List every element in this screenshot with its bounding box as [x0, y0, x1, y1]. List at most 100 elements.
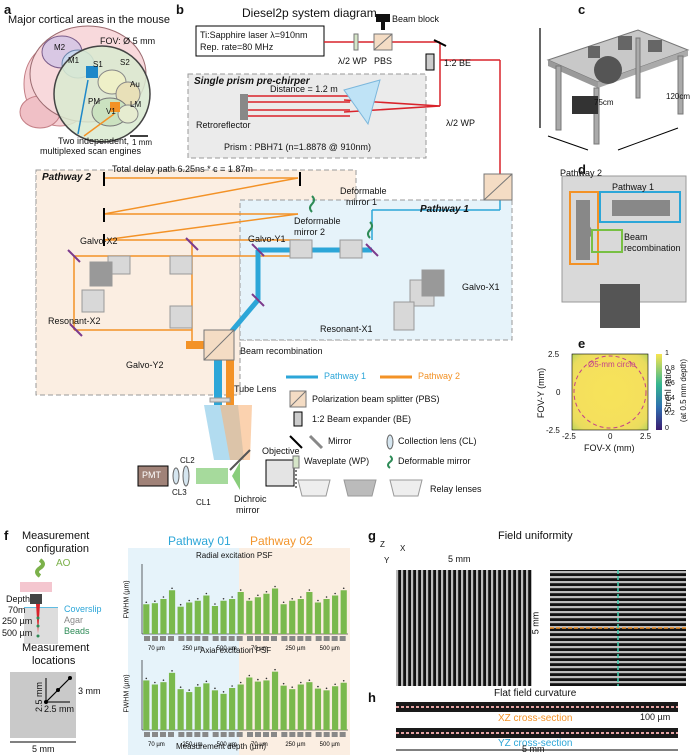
loc-dim-diag: 3 mm: [78, 686, 101, 696]
e-xlabel: FOV-X (mm): [584, 443, 635, 453]
cbar-tick-08: 0.8: [665, 365, 675, 372]
meas-loc-title-1: Measurement: [22, 642, 90, 654]
location-marker: [194, 732, 201, 737]
panel-h-label: h: [368, 690, 376, 705]
psf-bar: [151, 603, 158, 634]
location-marker: [152, 732, 158, 737]
fov-label: FOV: Ø 5 mm: [100, 36, 156, 46]
d-recomb-label-1: Beam: [624, 232, 648, 242]
psf-bar-point: [265, 677, 268, 680]
beam-block-label: Beam block: [392, 14, 440, 24]
location-marker: [331, 732, 338, 737]
location-marker: [168, 732, 174, 737]
psf-bar: [203, 683, 210, 730]
location-marker: [297, 636, 304, 641]
location-marker: [236, 636, 243, 641]
location-marker: [212, 636, 219, 641]
psf-bar-point: [334, 592, 336, 595]
agar-label: Agar: [64, 615, 84, 625]
depth-title: Depth: [6, 594, 31, 604]
psf-bar-point: [257, 678, 259, 681]
pbs-label: PBS: [374, 56, 393, 66]
location-marker: [305, 732, 312, 737]
cbar-tick-02: 0.2: [665, 410, 675, 417]
location-marker: [220, 636, 227, 641]
panel-e-label: e: [578, 336, 586, 351]
depth-tick-label: 250 µm: [182, 646, 202, 652]
psf-bar-point: [145, 677, 148, 680]
loc-dim-v: 2.5 mm: [34, 681, 45, 713]
rig-top-view: [561, 175, 687, 328]
g-scale-v: 5 mm: [530, 611, 541, 635]
psf-bar: [306, 682, 313, 730]
psf-bar-point: [274, 668, 276, 671]
h-scale-v: 100 µm: [640, 712, 671, 722]
psf-bar-point: [317, 685, 319, 688]
galvo-x1-label: Galvo-X1: [462, 282, 500, 292]
psf-bar-point: [162, 679, 165, 681]
psf-bar: [246, 600, 253, 634]
psf-bar-point: [239, 589, 242, 591]
psf-bar-point: [308, 679, 311, 681]
meas-config-title-1: Measurement: [22, 530, 90, 542]
panel-a-label: a: [4, 2, 12, 17]
location-marker: [331, 636, 338, 641]
psf-bar: [263, 680, 270, 730]
location-marker: [339, 636, 346, 641]
psf-bar: [168, 590, 176, 634]
cl3-label: CL3: [172, 488, 187, 497]
loc-dim-total: 5 mm: [32, 744, 55, 754]
psf-bar: [151, 684, 158, 730]
psf-bar-point: [205, 592, 208, 595]
area-lm: LM: [130, 100, 142, 109]
location-marker: [202, 732, 209, 737]
cl2-label: CL2: [180, 456, 195, 465]
location-marker: [168, 636, 174, 641]
psf-bar: [229, 599, 236, 634]
psf-bar: [237, 684, 244, 730]
psf-bar-point: [171, 670, 173, 672]
location-marker: [263, 732, 269, 737]
cbar-label-1: Strehl ratio: [662, 369, 673, 413]
location-marker: [255, 636, 261, 641]
e-xtick-left: -2.5: [562, 432, 576, 441]
dm1-label-2: mirror 1: [346, 197, 377, 207]
legend-mirror: Mirror: [328, 436, 352, 446]
pathway02-title: Pathway 02: [250, 534, 313, 548]
psf-bar: [203, 595, 210, 634]
location-marker: [194, 636, 201, 641]
depth-tick-label: 70 µm: [251, 646, 268, 652]
location-marker: [160, 636, 166, 641]
panel-f-label: f: [4, 528, 9, 543]
psf-bar-point: [342, 679, 345, 682]
psf-bar-point: [188, 599, 191, 602]
location-marker: [178, 636, 185, 641]
psf-bar-point: [196, 684, 199, 686]
resonant-x1-label: Resonant-X1: [320, 324, 373, 334]
psf-bar-point: [162, 596, 165, 598]
psf-bar: [229, 688, 236, 730]
system-diagram: [35, 14, 513, 497]
psf-bar-point: [248, 674, 251, 677]
e-ytick-top: 2.5: [548, 350, 560, 359]
psf-bar-point: [291, 686, 294, 688]
beam-expander-label: 1:2 BE: [444, 58, 472, 68]
e-ytick-bot: -2.5: [546, 426, 560, 435]
half-waveplate-2-label: λ/2 WP: [446, 118, 476, 128]
psf-bar: [194, 600, 201, 634]
panel-d-label: d: [578, 162, 586, 177]
psf-bar: [220, 600, 227, 634]
psf-bar-point: [231, 685, 233, 687]
psf-bar: [297, 599, 304, 634]
e-xtick-right: 2.5: [640, 432, 652, 441]
location-marker: [144, 636, 150, 641]
psf-bar: [332, 686, 339, 730]
cbar-tick-06: 0.6: [665, 380, 675, 387]
psf-bar-point: [154, 600, 156, 602]
psf-bar: [289, 600, 296, 634]
h-title: Flat field curvature: [494, 688, 577, 699]
psf-bar-point: [196, 597, 199, 600]
location-marker: [297, 732, 304, 737]
